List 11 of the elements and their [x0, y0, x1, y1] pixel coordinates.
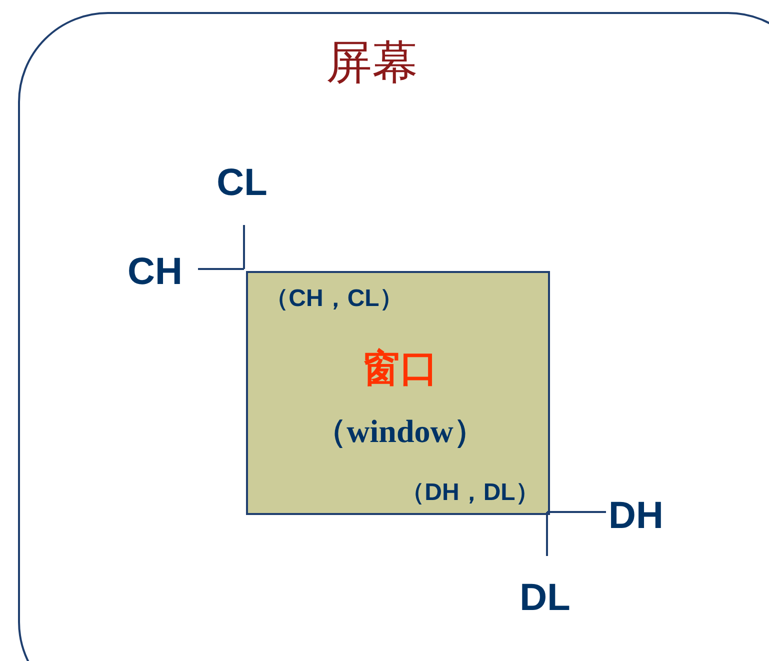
coordinate-label: （CH，CL）: [264, 287, 404, 311]
axis-label: CL: [216, 164, 268, 202]
window-subtitle: （window）: [314, 415, 486, 447]
screen-frame: [18, 12, 769, 661]
screen-title: 屏幕: [326, 39, 418, 85]
axis-label: DL: [520, 579, 570, 617]
window-box: [246, 271, 550, 515]
axis-label: CH: [128, 253, 182, 291]
axis-label: DH: [608, 497, 664, 535]
coordinate-label: （DH，DL）: [400, 481, 540, 505]
window-title: 窗口: [362, 350, 438, 388]
